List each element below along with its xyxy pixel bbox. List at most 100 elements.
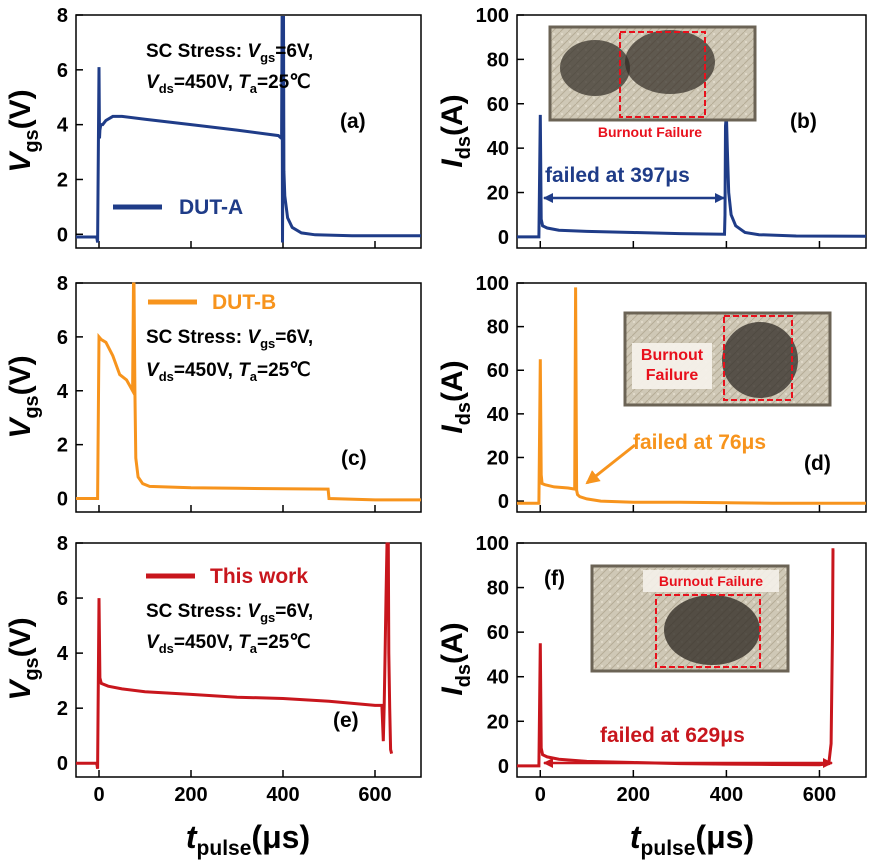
y-tick-label: 60	[487, 360, 509, 382]
y-tick-label: 4	[57, 381, 69, 403]
y-tick-label: 0	[57, 224, 68, 246]
plot-frame	[516, 282, 867, 513]
plot-frame	[75, 14, 422, 249]
y-tick-label: 40	[487, 404, 509, 426]
y-axis-label: Ids(A)	[436, 94, 475, 167]
panel-e: 0 2 4 6 8 0 200 400 600 Vgs(V) This work SC Str…	[4, 533, 422, 806]
x-tick-label: 400	[266, 784, 299, 806]
x-ticks: 0 200 400 600	[93, 770, 392, 806]
stress-condition-line2: Vds=450V, Ta=25℃	[146, 72, 311, 96]
series-line-dut-b	[76, 282, 421, 502]
y-tick-label: 0	[498, 227, 509, 249]
failure-annotation: failed at 397μs	[545, 164, 690, 187]
y-tick-label: 8	[57, 533, 68, 555]
y-tick-label: 40	[487, 667, 509, 689]
inset-caption: Burnout	[641, 347, 704, 364]
y-tick-label: 2	[57, 435, 68, 457]
plot-frame	[75, 542, 422, 778]
stress-condition-line2: Vds=450V, Ta=25℃	[146, 360, 311, 384]
inset-caption: Burnout Failure	[598, 124, 702, 140]
x-tick-label: 600	[803, 784, 836, 806]
failure-annotation: failed at 76μs	[633, 431, 766, 454]
y-tick-label: 6	[57, 327, 68, 349]
x-ticks	[539, 505, 821, 512]
x-tick-label: 600	[358, 784, 391, 806]
legend-label: This work	[210, 565, 308, 588]
y-tick-label: 4	[57, 643, 69, 665]
y-tick-label: 20	[487, 183, 509, 205]
x-tick-label: 200	[617, 784, 650, 806]
inset-caption: Failure	[646, 367, 699, 384]
x-ticks	[539, 241, 821, 248]
y-tick-label: 60	[487, 94, 509, 116]
y-tick-label: 6	[57, 588, 68, 610]
x-tick-label: 200	[174, 784, 207, 806]
y-axis-label: Vgs(V)	[4, 617, 43, 700]
plot-frame	[516, 542, 867, 778]
y-tick-label: 0	[498, 491, 509, 513]
y-axis-label: Ids(A)	[436, 360, 475, 433]
burnout-inset-photo	[548, 25, 757, 122]
series-line-this-work	[76, 542, 394, 769]
panel-label: (d)	[804, 452, 831, 475]
x-tick-label: 0	[535, 784, 546, 806]
x-ticks: 0 200 400 600	[535, 770, 836, 806]
y-tick-label: 20	[487, 447, 509, 469]
panel-label: (f)	[544, 567, 565, 590]
inset-caption: Burnout Failure	[659, 573, 763, 589]
burnout-inset-photo	[623, 311, 832, 407]
y-axis-label: Vgs(V)	[4, 89, 43, 172]
stress-condition-line1: SC Stress: Vgs=6V,	[146, 601, 313, 625]
series-line	[517, 287, 866, 505]
panel-label: (e)	[333, 709, 359, 732]
failure-arrow	[585, 443, 636, 485]
legend-label: DUT-B	[212, 291, 276, 314]
series-line-dut-a	[76, 15, 421, 243]
x-tick-label: 0	[93, 784, 104, 806]
series-line	[517, 114, 867, 239]
panel-label: (c)	[341, 447, 367, 470]
y-tick-label: 8	[57, 273, 68, 295]
y-axis-label: Ids(A)	[436, 622, 475, 695]
x-ticks	[98, 505, 376, 512]
y-tick-label: 60	[487, 622, 509, 644]
panel-label: (b)	[790, 110, 817, 133]
stress-condition-line2: Vds=450V, Ta=25℃	[146, 632, 311, 656]
plot-frame	[75, 282, 422, 513]
y-tick-label: 100	[476, 273, 509, 295]
y-tick-label: 80	[487, 49, 509, 71]
failure-annotation: failed at 629μs	[600, 724, 745, 747]
y-tick-label: 8	[57, 5, 68, 27]
y-tick-label: 0	[57, 489, 68, 511]
y-tick-label: 80	[487, 578, 509, 600]
panel-label: (a)	[340, 110, 366, 133]
y-tick-label: 100	[476, 533, 509, 555]
x-axis-label-right: tpulse(μs)	[630, 819, 754, 860]
y-ticks: 0 20 40 60 80 100	[476, 533, 524, 778]
y-tick-label: 40	[487, 138, 509, 160]
burnout-inset-photo	[590, 564, 790, 673]
y-tick-label: 0	[498, 756, 509, 778]
panel-f: 0 20 40 60 80 100 0 200 400 600 Ids(A) Burnout F…	[436, 533, 867, 806]
y-tick-label: 2	[57, 698, 68, 720]
x-tick-label: 400	[710, 784, 743, 806]
panel-c: 0 2 4 6 8 Vgs(V) DUT-B SC Stress: Vgs=6V, Vd…	[4, 273, 422, 513]
y-tick-label: 6	[57, 60, 68, 82]
plot-frame	[516, 14, 867, 249]
x-axis-label-left: tpulse(μs)	[186, 819, 310, 860]
y-tick-label: 100	[476, 5, 509, 27]
y-tick-label: 20	[487, 711, 509, 733]
stress-condition-line1: SC Stress: Vgs=6V,	[146, 327, 313, 351]
legend-label: DUT-A	[179, 196, 243, 219]
y-ticks: 0 2 4 6 8	[57, 533, 83, 775]
y-axis-label: Vgs(V)	[4, 355, 43, 438]
y-ticks: 0 2 4 6 8	[57, 273, 83, 511]
y-tick-label: 0	[57, 753, 68, 775]
y-ticks: 0 20 40 60 80 100	[476, 5, 524, 249]
